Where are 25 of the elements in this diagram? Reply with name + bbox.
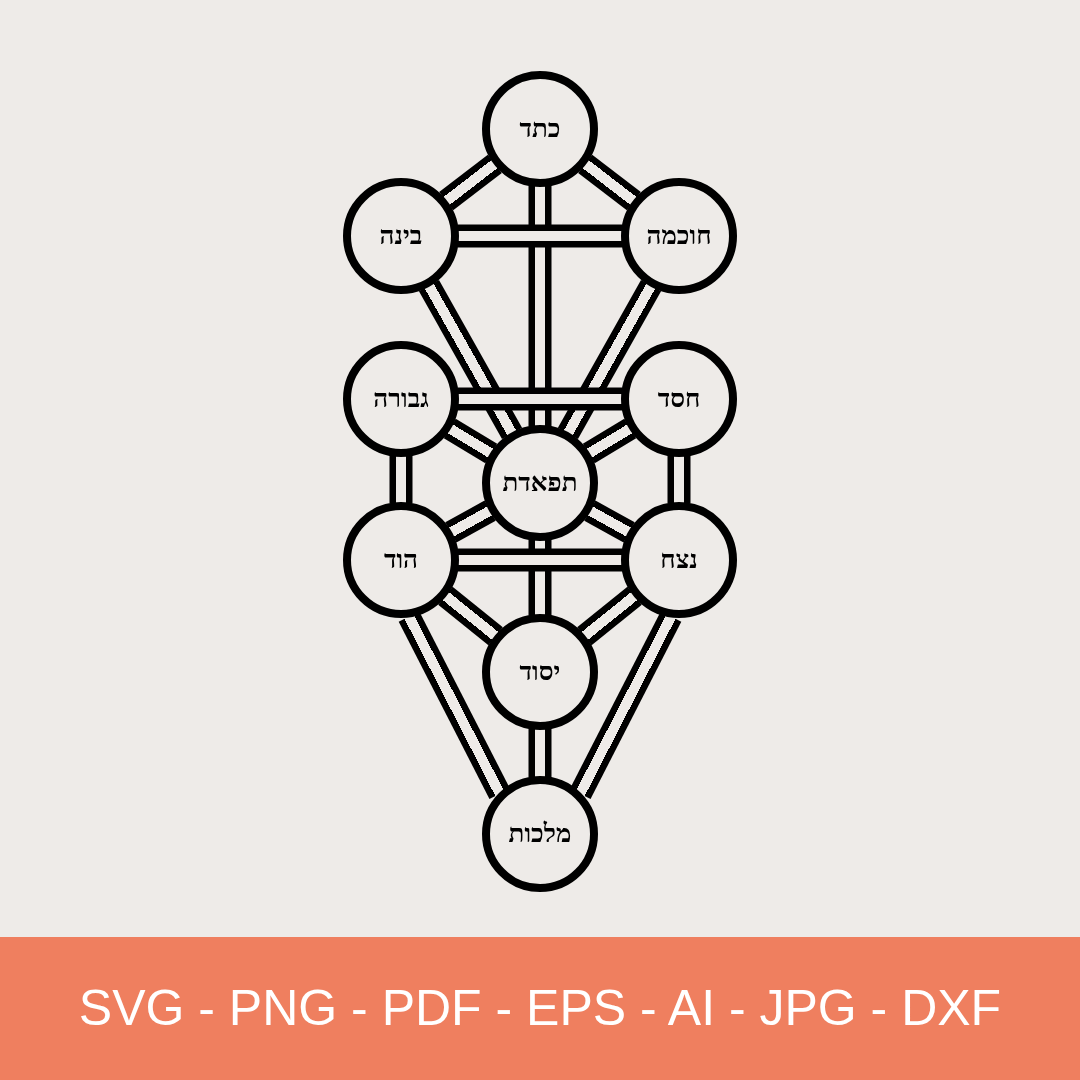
node-label: גבורה (373, 385, 429, 413)
double-line-connector (584, 500, 635, 543)
double-line-connector (443, 418, 498, 464)
double-line-connector (439, 154, 502, 211)
double-line-connector (458, 224, 622, 248)
node-label: יסוד (519, 658, 561, 686)
node-label: תפאדת (502, 469, 578, 497)
node-label: כתד (519, 115, 561, 143)
node-label: חוכמה (646, 222, 712, 250)
node-label: נצח (660, 546, 698, 574)
banner-text: SVG - PNG - PDF - EPS - AI - JPG - DXF (78, 981, 1002, 1036)
circle-node (482, 425, 598, 541)
node-label: בינה (379, 222, 423, 250)
node-label: הוד (383, 546, 419, 574)
double-line-connector (582, 418, 637, 464)
double-line-connector (389, 456, 413, 503)
format-banner (0, 937, 1080, 1080)
double-line-connector (418, 280, 523, 439)
double-line-connector (578, 154, 641, 211)
double-line-connector (445, 500, 496, 543)
node-label: חסד (657, 385, 701, 413)
double-line-connector (667, 456, 691, 503)
double-line-connector (528, 540, 552, 615)
double-line-connector (557, 280, 662, 439)
node-label: מלכות (508, 820, 572, 848)
